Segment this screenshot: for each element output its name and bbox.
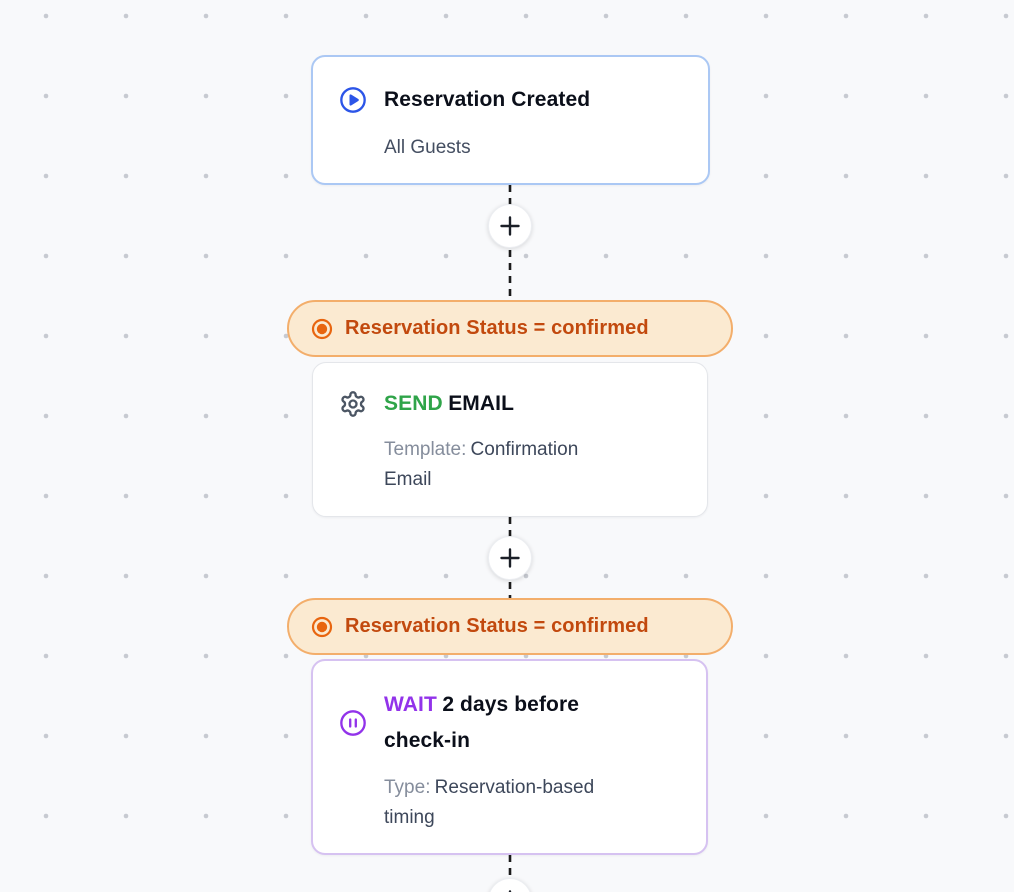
email-title-rest: EMAIL bbox=[448, 392, 515, 415]
email-node-detail: Template:Confirmation Email bbox=[384, 435, 624, 495]
wait-node-detail: Type:Reservation-based timing bbox=[384, 773, 634, 833]
wait-detail-label: Type: bbox=[384, 777, 431, 798]
add-step-button[interactable] bbox=[488, 204, 532, 248]
condition-pill-reservation-status[interactable]: Reservation Status = confirmed bbox=[287, 300, 733, 357]
play-circle-icon bbox=[339, 86, 367, 114]
add-step-button[interactable] bbox=[488, 536, 532, 580]
condition-pill-label: Reservation Status = confirmed bbox=[345, 615, 649, 637]
gear-icon bbox=[339, 390, 367, 418]
wait-detail-value: Reservation-based timing bbox=[384, 777, 595, 828]
wait-title-rest: 2 days before check-in bbox=[384, 693, 580, 752]
plus-icon bbox=[498, 214, 522, 238]
wait-action-word: WAIT bbox=[384, 693, 437, 716]
pause-circle-icon bbox=[339, 709, 367, 737]
radio-filled-icon bbox=[310, 317, 334, 341]
condition-pill-reservation-status[interactable]: Reservation Status = confirmed bbox=[287, 598, 733, 655]
plus-icon bbox=[498, 888, 522, 892]
trigger-node-reservation-created[interactable]: Reservation Created All Guests bbox=[311, 55, 710, 185]
add-step-button[interactable] bbox=[488, 878, 532, 892]
email-detail-label: Template: bbox=[384, 439, 467, 460]
trigger-node-subtitle: All Guests bbox=[384, 137, 471, 158]
condition-pill-label: Reservation Status = confirmed bbox=[345, 317, 649, 339]
email-action-word: SEND bbox=[384, 392, 443, 415]
radio-filled-icon bbox=[310, 615, 334, 639]
email-detail-value: Confirmation Email bbox=[384, 439, 579, 490]
plus-icon bbox=[498, 546, 522, 570]
trigger-node-title: Reservation Created bbox=[384, 88, 591, 111]
